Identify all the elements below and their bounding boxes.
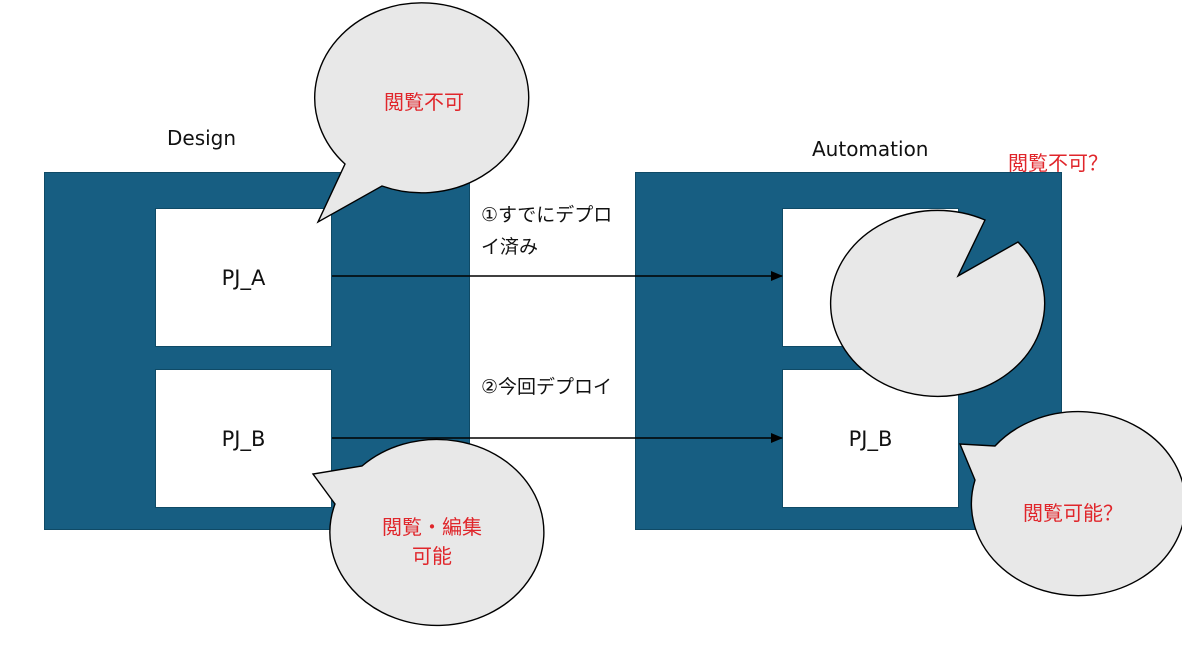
bubble-automation-pj-b xyxy=(958,410,1182,597)
step-label-deployed: ①すでにデプロイ済み xyxy=(481,204,613,258)
bubble-design-pj-a xyxy=(314,2,530,224)
bubble-text-automation-pj-a: 閲覧不可？ xyxy=(1008,151,1108,175)
automation-title: Automation xyxy=(812,137,929,161)
design-pj-b-box[interactable]: PJ_B xyxy=(155,369,332,508)
bubble-text-automation-pj-b: 閲覧可能？ xyxy=(1023,501,1123,525)
bubble-design-pj-b xyxy=(311,438,545,627)
step-label-deploy-now: ②今回デプロイ xyxy=(481,376,613,398)
bubble-text-design-pj-b-line2: 可能 xyxy=(412,544,452,568)
bubble-text-design-pj-a: 閲覧不可 xyxy=(384,90,464,114)
bubble-automation-pj-a xyxy=(830,209,1046,398)
design-pj-a-box[interactable]: PJ_A xyxy=(155,208,332,347)
bubble-text-design-pj-b-line1: 閲覧・編集 xyxy=(382,515,482,539)
design-title: Design xyxy=(167,126,237,150)
